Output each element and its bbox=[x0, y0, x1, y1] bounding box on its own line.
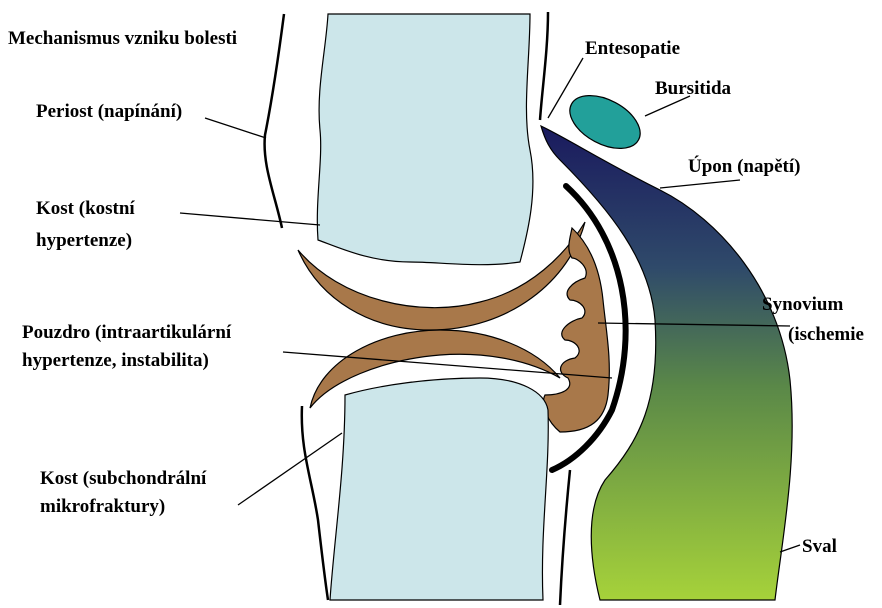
periost-line-bottom-left bbox=[302, 406, 328, 600]
label-kost-bottom-2: mikrofraktury) bbox=[40, 496, 165, 517]
label-synovium-2: (ischemie bbox=[788, 324, 864, 345]
label-sval: Sval bbox=[802, 536, 837, 557]
leader-bursitida bbox=[645, 96, 690, 116]
label-kost-bottom-1: Kost (subchondrální bbox=[40, 468, 207, 489]
periost-line-bottom-right bbox=[560, 470, 570, 605]
leader-periost bbox=[205, 118, 266, 138]
diagram-title: Mechanismus vzniku bolesti bbox=[8, 28, 237, 49]
periost-line bbox=[265, 14, 284, 228]
label-kost-top-1: Kost (kostní bbox=[36, 198, 135, 219]
synovium-fold bbox=[543, 228, 609, 432]
label-pouzdro-1: Pouzdro (intraartikulární bbox=[22, 322, 232, 343]
label-entesopatie: Entesopatie bbox=[585, 38, 680, 59]
top-bone bbox=[317, 14, 533, 265]
leader-kost-bottom bbox=[238, 433, 342, 505]
label-kost-top-2: hypertenze) bbox=[36, 230, 132, 251]
bottom-bone bbox=[330, 378, 548, 600]
leader-kost-top bbox=[180, 213, 320, 225]
label-pouzdro-2: hypertenze, instabilita) bbox=[22, 350, 209, 371]
leader-upon bbox=[660, 180, 740, 188]
label-synovium-1: Synovium bbox=[762, 294, 843, 315]
label-upon: Úpon (napětí) bbox=[688, 155, 800, 177]
leader-sval bbox=[780, 545, 800, 552]
label-periost: Periost (napínání) bbox=[36, 101, 182, 122]
periost-line-right bbox=[540, 12, 548, 120]
label-bursitida: Bursitida bbox=[655, 78, 732, 99]
